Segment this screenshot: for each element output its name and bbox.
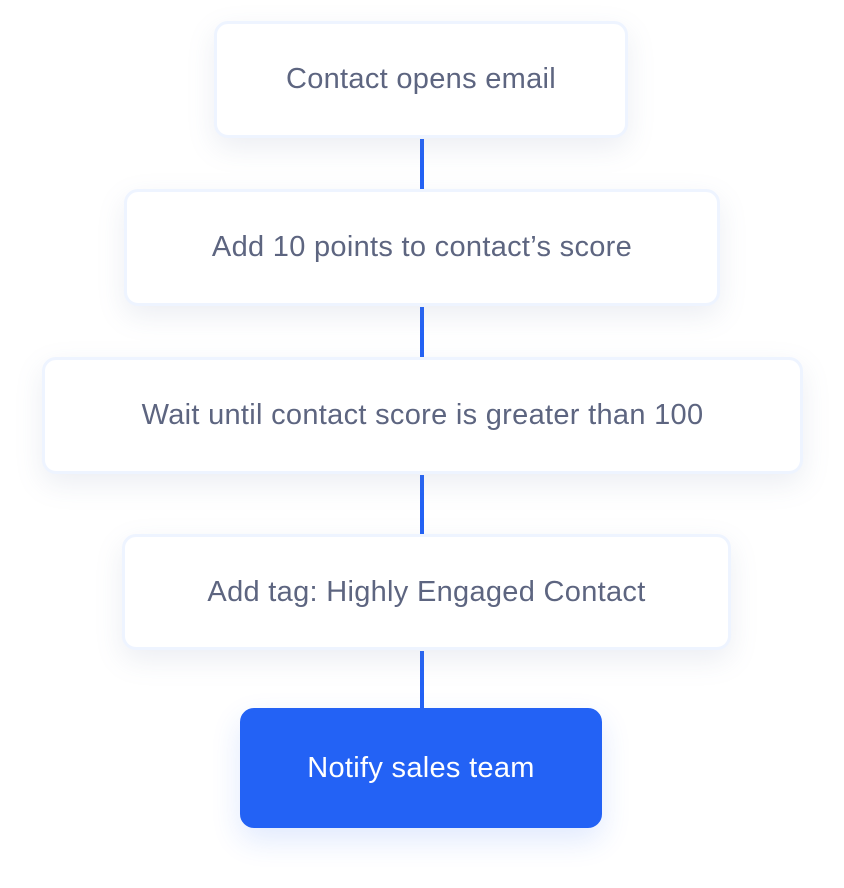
connector-line [420, 139, 424, 189]
step-wait-until[interactable]: Wait until contact score is greater than… [42, 357, 803, 474]
step-label: Add tag: Highly Engaged Contact [207, 575, 646, 608]
step-add-tag[interactable]: Add tag: Highly Engaged Contact [122, 534, 731, 650]
step-notify-sales[interactable]: Notify sales team [240, 708, 602, 828]
connector-line [420, 651, 424, 708]
connector-line [420, 307, 424, 357]
connector-line [420, 475, 424, 534]
step-add-points[interactable]: Add 10 points to contact’s score [124, 189, 720, 306]
step-label: Add 10 points to contact’s score [211, 231, 633, 263]
step-label: Wait until contact score is greater than… [141, 399, 704, 431]
step-label: Notify sales team [307, 751, 535, 784]
step-label: Contact opens email [285, 63, 557, 95]
step-trigger[interactable]: Contact opens email [214, 21, 628, 138]
